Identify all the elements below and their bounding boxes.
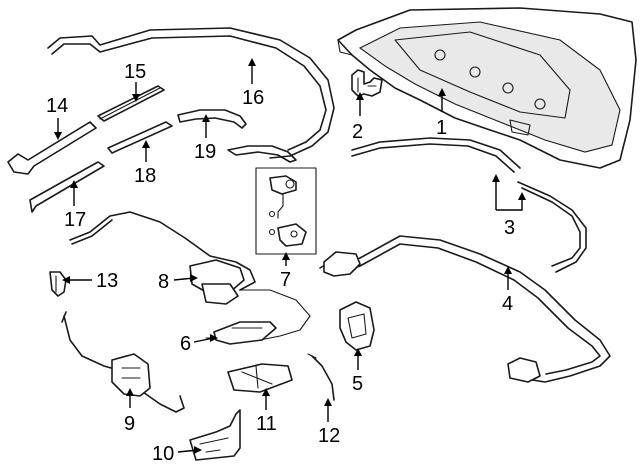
callout-7: 7 xyxy=(280,269,291,291)
callout-19: 19 xyxy=(194,141,216,163)
callout-10: 10 xyxy=(152,443,174,465)
callout-13: 13 xyxy=(96,270,118,292)
part-17-trim-strip xyxy=(29,161,105,213)
callout-16: 16 xyxy=(242,87,264,109)
callout-1: 1 xyxy=(436,117,447,139)
part-14-trim-strip xyxy=(7,121,97,175)
callout-3: 3 xyxy=(504,217,515,239)
part-9-latch-cable xyxy=(61,311,185,413)
part-16-weatherstrip xyxy=(47,27,335,159)
part-5-bracket xyxy=(339,301,375,351)
callout-5: 5 xyxy=(352,373,363,395)
part-12-hose xyxy=(307,353,335,401)
callout-2: 2 xyxy=(352,121,363,143)
callout-15: 15 xyxy=(124,61,146,83)
part-15-trim-strip xyxy=(97,85,165,122)
callout-12: 12 xyxy=(318,425,340,447)
arrow-heads xyxy=(54,58,526,454)
part-13-clip xyxy=(49,271,67,297)
part-7-motor-assembly xyxy=(255,167,317,255)
part-11-mount xyxy=(227,363,293,393)
callout-14: 14 xyxy=(46,95,68,117)
part-8-pump xyxy=(69,211,311,341)
callout-9: 9 xyxy=(124,413,135,435)
part-10-bracket xyxy=(189,409,241,461)
part-6-valve xyxy=(205,321,277,345)
part-1-top-panel xyxy=(337,7,637,169)
part-4-frame xyxy=(319,235,611,383)
callout-4: 4 xyxy=(502,293,513,315)
callout-8: 8 xyxy=(158,271,169,293)
callout-11: 11 xyxy=(256,413,277,435)
callout-6: 6 xyxy=(180,333,191,355)
callout-labels: 1 2 3 4 5 6 7 8 9 10 11 12 13 14 15 16 1… xyxy=(46,61,515,465)
part-18-trim-strip xyxy=(107,121,173,154)
part-19-seal xyxy=(177,109,297,163)
part-3-seals xyxy=(351,137,587,273)
callout-18: 18 xyxy=(134,165,156,187)
callout-17: 17 xyxy=(64,209,86,231)
